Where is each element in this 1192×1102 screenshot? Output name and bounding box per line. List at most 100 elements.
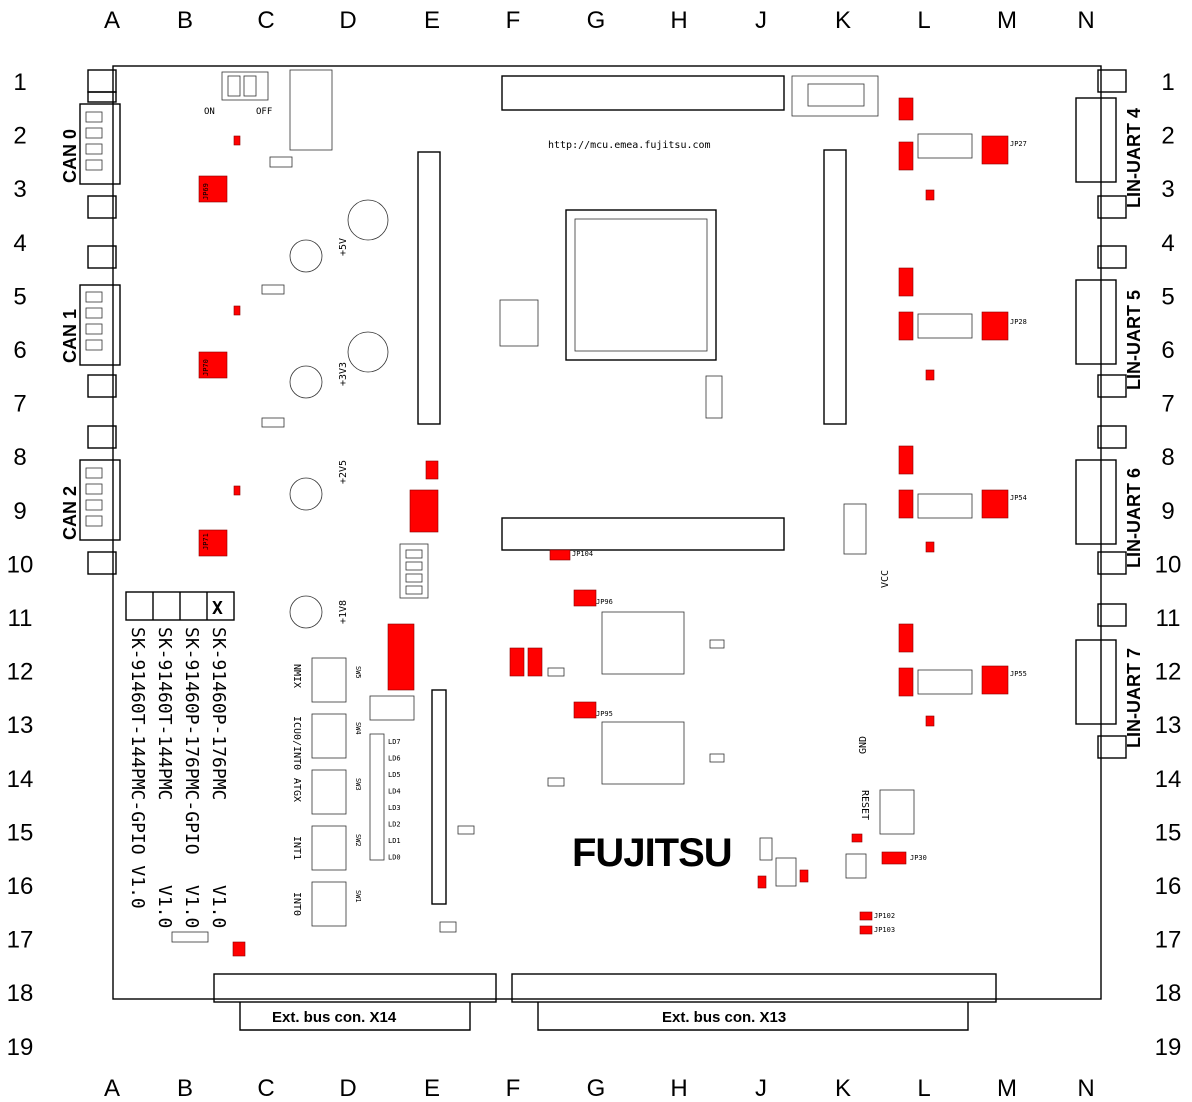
vcc-label: VCC [880, 570, 891, 588]
jumper-label: JP103 [874, 926, 895, 934]
lin-uart5-label: LIN-UART 5 [1124, 290, 1144, 390]
jumper-label: JP55 [1010, 670, 1027, 678]
grid-row-label: 8 [13, 444, 26, 471]
grid-column-label: B [177, 1075, 193, 1102]
grid-column-label: D [339, 7, 356, 34]
lin-uart7-label: LIN-UART 7 [1124, 648, 1144, 748]
switch-int0-label: INT0 [291, 892, 302, 916]
jumper-label: JP96 [596, 598, 613, 606]
grid-row-label: 16 [1155, 873, 1182, 900]
jumper-label: JP27 [1010, 140, 1027, 148]
grid-column-label: A [104, 7, 120, 34]
lin-uart6-label: LIN-UART 6 [1124, 468, 1144, 568]
led-label: LD0 [388, 854, 401, 862]
grid-column-label: J [755, 7, 767, 34]
led-label: LD7 [388, 738, 401, 746]
grid-row-label: 19 [7, 1034, 34, 1061]
led-label: LD1 [388, 837, 401, 845]
switch-id-label: SW4 [354, 722, 362, 735]
power-on-label: ON [204, 107, 215, 117]
voltage-1v8: +1V8 [338, 600, 349, 624]
grid-row-label: 5 [13, 283, 26, 310]
jumper-label: JP28 [1010, 318, 1027, 326]
grid-column-label: G [587, 7, 606, 34]
grid-column-label: H [670, 7, 687, 34]
jumper-label: JP54 [1010, 494, 1027, 502]
fujitsu-logo: FUJITSU [572, 831, 732, 875]
grid-row-label: 1 [13, 69, 26, 96]
led-label: LD4 [388, 788, 401, 796]
grid-row-label: 5 [1161, 283, 1174, 310]
grid-row-label: 15 [7, 819, 34, 846]
grid-column-label: D [339, 1075, 356, 1102]
jumper-label: JP104 [572, 550, 593, 558]
lin-connectors [1075, 69, 1127, 759]
grid-row-label: 12 [7, 659, 34, 686]
jumper-label: JP30 [910, 854, 927, 862]
voltage-2v5: +2V5 [338, 460, 349, 484]
can-connectors [79, 69, 121, 575]
voltage-5v: +5V [338, 238, 349, 256]
grid-row-label: 15 [1155, 819, 1182, 846]
grid-row-label: 10 [1155, 551, 1182, 578]
jumper-label: JP70 [202, 359, 210, 376]
grid-column-label: A [104, 1075, 120, 1102]
grid-row-label: 3 [13, 176, 26, 203]
grid-column-label: B [177, 7, 193, 34]
switch-nmix-label: NMIX [291, 664, 302, 688]
variant-line-1-version: V1.0 [208, 885, 229, 928]
grid-row-label: 10 [7, 551, 34, 578]
board-components [125, 69, 997, 1031]
grid-row-label: 1 [1161, 69, 1174, 96]
variant-line-1: SK-91460P-176PMC [208, 627, 229, 800]
grid-row-label: 9 [13, 498, 26, 525]
grid-row-label: 7 [1161, 391, 1174, 418]
grid-row-label: 7 [13, 391, 26, 418]
grid-column-label: F [506, 7, 521, 34]
grid-column-label: N [1077, 7, 1094, 34]
grid-column-label: E [424, 1075, 440, 1102]
grid-row-label: 13 [1155, 712, 1182, 739]
grid-column-label: M [997, 1075, 1017, 1102]
grid-column-label: K [835, 1075, 851, 1102]
variant-line-3: SK-91460T-144PMC [154, 627, 175, 800]
grid-row-label: 13 [7, 712, 34, 739]
switch-icu0-label: ICU0/INT0 [291, 716, 302, 770]
grid-row-label: 6 [13, 337, 26, 364]
grid-row-label: 11 [8, 605, 33, 632]
led-label: LD5 [388, 771, 401, 779]
can1-label: CAN 1 [60, 309, 80, 363]
grid-row-label: 19 [1155, 1034, 1182, 1061]
grid-row-label: 14 [7, 766, 34, 793]
grid-column-label: M [997, 7, 1017, 34]
jumper-label: JP102 [874, 912, 895, 920]
grid-row-label: 16 [7, 873, 34, 900]
grid-row-label: 4 [13, 230, 26, 257]
switch-id-label: SW1 [354, 890, 362, 903]
can0-label: CAN 0 [60, 129, 80, 183]
jumper-label: JP69 [202, 183, 210, 200]
led-label: LD6 [388, 755, 401, 763]
x13-connector-label: Ext. bus con. X13 [662, 1009, 786, 1026]
grid-row-label: 17 [7, 927, 34, 954]
can2-label: CAN 2 [60, 486, 80, 540]
grid-row-label: 9 [1161, 498, 1174, 525]
grid-column-label: F [506, 1075, 521, 1102]
grid-column-label: L [917, 1075, 930, 1102]
switch-atgx-label: ATGX [291, 778, 302, 802]
grid-column-label: G [587, 1075, 606, 1102]
grid-row-label: 2 [13, 123, 26, 150]
variant-check-mark: X [212, 598, 223, 619]
variant-line-2: SK-91460P-176PMC-GPIO [181, 627, 202, 855]
grid-column-label: C [257, 7, 274, 34]
grid-row-label: 18 [1155, 980, 1182, 1007]
led-label: LD2 [388, 821, 401, 829]
lin-uart4-label: LIN-UART 4 [1124, 108, 1144, 208]
switch-id-label: SW2 [354, 834, 362, 847]
variant-line-3-version: V1.0 [154, 885, 175, 928]
